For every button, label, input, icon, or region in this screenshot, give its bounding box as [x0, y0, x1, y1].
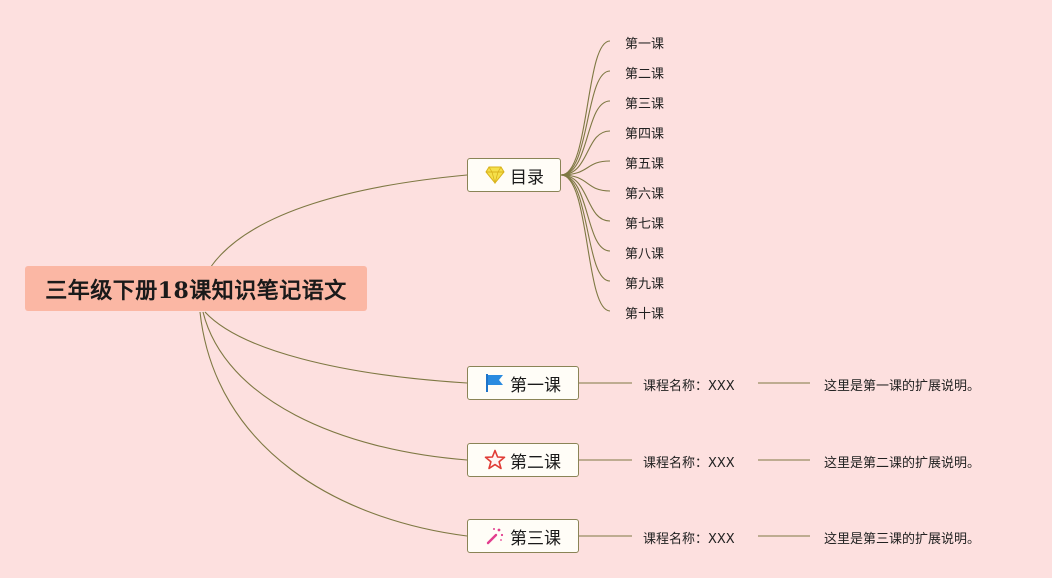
lesson-note[interactable]: 这里是第三课的扩展说明。: [824, 532, 981, 547]
flag-icon: [484, 372, 506, 394]
connector-root-toc: [209, 174, 468, 269]
toc-fan-line: [560, 70, 611, 176]
lesson-course-name[interactable]: 课程名称：XXX: [643, 532, 735, 547]
toc-fan-line: [560, 174, 611, 252]
toc-item[interactable]: 第三课: [625, 97, 665, 112]
star-icon: [484, 449, 506, 471]
toc-item[interactable]: 第一课: [625, 37, 665, 52]
magic-wand-icon: [484, 525, 506, 547]
toc-fan-line: [560, 174, 611, 312]
lesson-course-name[interactable]: 课程名称：XXX: [643, 456, 735, 471]
lesson-label: 第二课: [510, 452, 561, 473]
toc-item[interactable]: 第五课: [625, 157, 665, 172]
toc-fan-line: [560, 100, 611, 176]
toc-node[interactable]: 目录: [467, 158, 561, 192]
toc-item[interactable]: 第二课: [625, 67, 665, 82]
lesson-node-2[interactable]: 第二课: [467, 443, 579, 477]
toc-item[interactable]: 第四课: [625, 127, 665, 142]
lesson-note[interactable]: 这里是第一课的扩展说明。: [824, 379, 981, 394]
lesson-label: 第一课: [510, 375, 561, 396]
lesson-note[interactable]: 这里是第二课的扩展说明。: [824, 456, 981, 471]
central-topic[interactable]: 三年级下册18课知识笔记语文: [25, 266, 367, 311]
toc-fan-line: [560, 174, 611, 192]
lesson-course-name[interactable]: 课程名称：XXX: [643, 379, 735, 394]
toc-fan-line: [560, 174, 611, 222]
lesson-label: 第三课: [510, 528, 561, 549]
toc-item[interactable]: 第七课: [625, 217, 665, 232]
toc-label: 目录: [510, 167, 544, 188]
connector-root-lesson1: [204, 311, 468, 384]
diamond-icon: [484, 164, 506, 186]
toc-fan-lines: [560, 40, 611, 312]
lesson-node-1[interactable]: 第一课: [467, 366, 579, 400]
connector-root-lesson2: [202, 311, 468, 461]
toc-item[interactable]: 第八课: [625, 247, 665, 262]
toc-fan-line: [560, 40, 611, 176]
toc-fan-line: [560, 160, 611, 176]
toc-item[interactable]: 第六课: [625, 187, 665, 202]
toc-item[interactable]: 第十课: [625, 307, 665, 322]
toc-item[interactable]: 第九课: [625, 277, 665, 292]
toc-fan-line: [560, 130, 611, 176]
connector-root-lesson3: [199, 311, 468, 537]
lesson-node-3[interactable]: 第三课: [467, 519, 579, 553]
